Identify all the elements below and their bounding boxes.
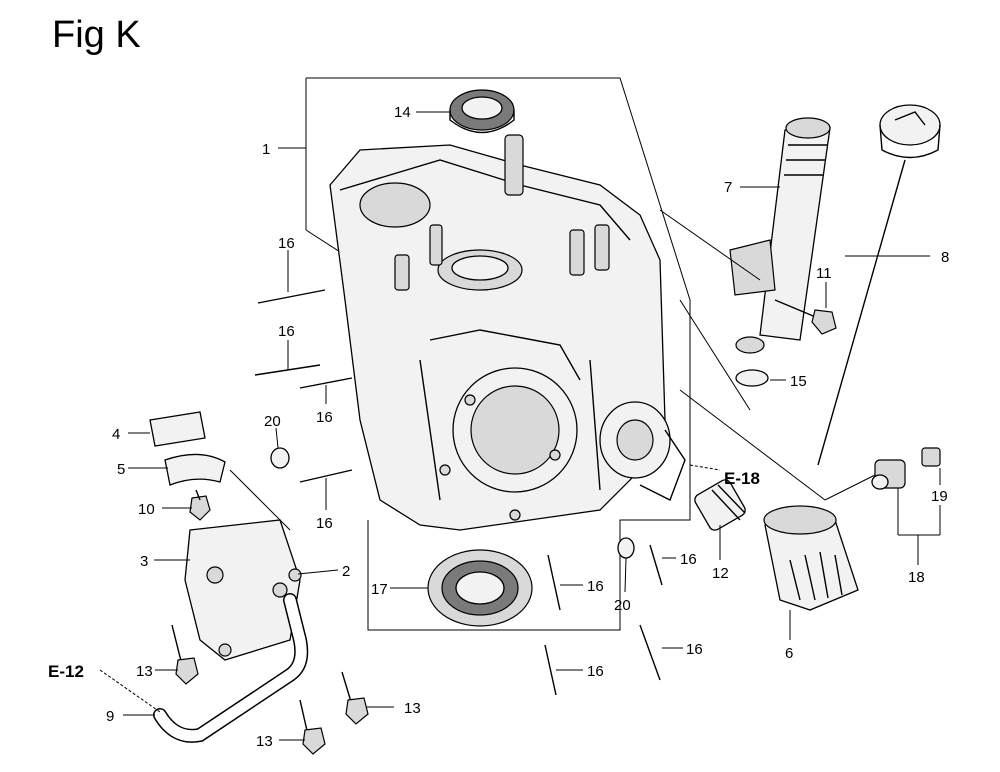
- oil-filler-tube: [729, 117, 831, 354]
- bolt-13-b: [341, 671, 369, 725]
- reference-e18: E-18: [724, 469, 760, 488]
- callout-16-f: 16: [680, 551, 697, 568]
- figure-title: Fig K: [52, 14, 141, 56]
- callout-20-b: 20: [614, 597, 631, 614]
- dowel-pin-20-b: [617, 537, 635, 559]
- callout-17: 17: [371, 581, 388, 598]
- callout-14: 14: [394, 104, 411, 121]
- bearing: [427, 549, 533, 627]
- callout-5: 5: [117, 461, 125, 478]
- breather-tube-inner: [154, 594, 307, 742]
- leader-lines: [99, 111, 941, 741]
- reference-e12: E-12: [48, 662, 84, 681]
- stud-16-c: [299, 377, 353, 389]
- stud-16-g: [544, 644, 557, 696]
- callout-7: 7: [724, 179, 732, 196]
- callout-11: 11: [816, 265, 832, 282]
- callout-18: 18: [908, 569, 925, 586]
- callout-2: 2: [342, 563, 350, 580]
- callout-16-g: 16: [587, 663, 604, 680]
- stud-16-f: [649, 544, 663, 586]
- bolt-13-c: [299, 699, 326, 755]
- callout-12: 12: [712, 565, 729, 582]
- stud-16-a: [257, 289, 326, 304]
- stud-16-d: [299, 469, 353, 483]
- callout-15: 15: [790, 373, 807, 390]
- filter-nipple: [694, 479, 746, 531]
- callout-16-h: 16: [686, 641, 703, 658]
- bolt-13-a: [171, 624, 199, 685]
- group-outline: [306, 77, 691, 631]
- dowel-pin-20-a: [270, 447, 290, 469]
- callout-16-c: 16: [316, 409, 333, 426]
- stud-16-e: [547, 554, 561, 611]
- callout-16-b: 16: [278, 323, 295, 340]
- callout-1: 1: [262, 141, 270, 158]
- callout-8: 8: [941, 249, 949, 266]
- dipstick: [817, 104, 941, 466]
- callout-16-d: 16: [316, 515, 333, 532]
- crankcase-body: [329, 134, 686, 531]
- callout-16-e: 16: [587, 578, 604, 595]
- callout-13-c: 13: [256, 733, 273, 750]
- bracket: [184, 519, 302, 661]
- oil-seal-top: [449, 89, 515, 134]
- callout-3: 3: [140, 553, 148, 570]
- callout-20-a: 20: [264, 413, 281, 430]
- plate-4: [149, 411, 206, 447]
- bolt-10: [189, 489, 211, 521]
- o-ring: [735, 369, 769, 387]
- callout-4: 4: [112, 426, 120, 443]
- callout-6: 6: [785, 645, 793, 662]
- callout-10: 10: [138, 501, 155, 518]
- callout-19: 19: [931, 488, 948, 505]
- callout-16-a: 16: [278, 235, 295, 252]
- callout-13-a: 13: [136, 663, 153, 680]
- oil-filter: [763, 505, 859, 611]
- callout-13-b: 13: [404, 700, 421, 717]
- oil-pressure-switch: [871, 447, 941, 490]
- plate-5: [164, 453, 226, 486]
- stud-16-h: [639, 624, 661, 681]
- callout-9: 9: [106, 708, 114, 725]
- bolt-11: [774, 299, 837, 335]
